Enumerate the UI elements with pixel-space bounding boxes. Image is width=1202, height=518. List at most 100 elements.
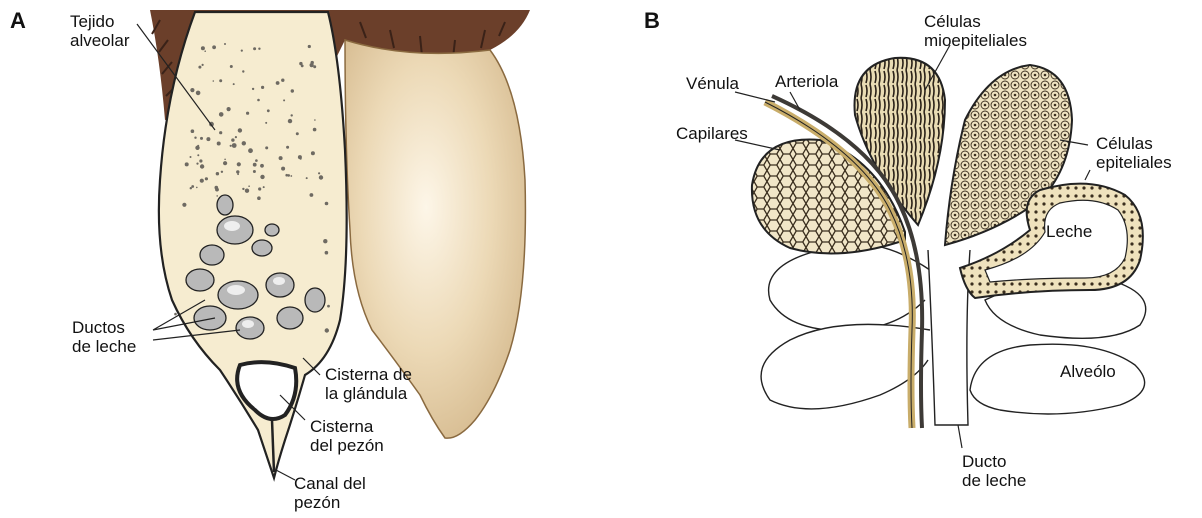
alveolar-speckle bbox=[265, 122, 267, 124]
alveolar-speckle bbox=[248, 185, 250, 187]
alveolus-large bbox=[970, 344, 1145, 414]
label-ducto-de-leche: Ducto de leche bbox=[962, 452, 1026, 490]
alveolar-speckle bbox=[276, 81, 280, 85]
alveolar-speckle bbox=[323, 239, 327, 243]
alveolar-speckle bbox=[237, 162, 241, 166]
alveolar-speckle bbox=[319, 175, 323, 179]
alveolar-speckle bbox=[255, 159, 258, 162]
alveolar-speckle bbox=[217, 142, 221, 146]
alveolar-speckle bbox=[216, 172, 219, 175]
label-alveolo: Alveólo bbox=[1060, 362, 1116, 381]
alveolar-speckle bbox=[288, 119, 292, 123]
alveolar-speckle bbox=[200, 179, 204, 183]
alveolar-speckle bbox=[230, 145, 232, 147]
alveolar-speckle bbox=[313, 128, 317, 132]
label-venula: Vénula bbox=[686, 74, 739, 93]
label-celulas-mioepiteliales: Células mioepiteliales bbox=[924, 12, 1027, 50]
alveolar-speckle bbox=[296, 132, 299, 135]
alveolar-speckle bbox=[232, 143, 237, 148]
alveolar-speckle bbox=[281, 79, 284, 82]
alveolar-speckle bbox=[253, 170, 256, 173]
alveolar-speckle bbox=[205, 177, 208, 180]
alveolar-speckle bbox=[253, 163, 257, 167]
alveolar-speckle bbox=[314, 119, 316, 121]
alveolar-speckle bbox=[236, 170, 239, 173]
alveolar-speckle bbox=[252, 88, 254, 90]
alveolar-speckle bbox=[261, 86, 264, 89]
label-cisterna-glandula: Cisterna de la glándula bbox=[325, 365, 412, 403]
alveolar-speckle bbox=[283, 99, 285, 101]
alveolar-speckle bbox=[318, 172, 320, 174]
alveolar-speckle bbox=[265, 146, 268, 149]
alveolar-speckle bbox=[224, 43, 226, 45]
alveolar-speckle bbox=[279, 156, 283, 160]
alveolar-speckle bbox=[182, 203, 186, 207]
label-leche: Leche bbox=[1046, 222, 1092, 241]
lobule-outline bbox=[761, 324, 930, 409]
udder-illustration bbox=[150, 10, 530, 478]
alveolar-speckle bbox=[191, 185, 194, 188]
alveolar-speckle bbox=[257, 196, 261, 200]
label-ductos-de-leche: Ductos de leche bbox=[72, 318, 136, 356]
alveolar-speckle bbox=[327, 305, 330, 308]
alveolar-speckle bbox=[206, 137, 210, 141]
label-cisterna-pezon: Cisterna del pezón bbox=[310, 417, 384, 455]
alveolar-speckle bbox=[258, 187, 261, 190]
alveolar-speckle bbox=[196, 187, 198, 189]
alveolar-speckle bbox=[298, 155, 302, 159]
alveolar-speckle bbox=[213, 80, 215, 82]
alveolar-speckle bbox=[257, 99, 260, 102]
alveolar-speckle bbox=[194, 137, 196, 139]
alveolar-speckle bbox=[216, 195, 218, 197]
alveolar-speckle bbox=[313, 65, 316, 68]
alveolar-speckle bbox=[219, 79, 222, 82]
alveolar-speckle bbox=[258, 48, 260, 50]
alveolar-speckle bbox=[231, 138, 234, 141]
alveolar-speckle bbox=[291, 114, 293, 116]
alveolar-speckle bbox=[308, 45, 311, 48]
alveolar-speckle bbox=[221, 171, 223, 173]
alveolar-speckle bbox=[263, 186, 265, 188]
alveolar-speckle bbox=[230, 65, 233, 68]
alveolar-speckle bbox=[237, 173, 239, 175]
alveolar-speckle bbox=[325, 251, 329, 255]
alveolar-speckle bbox=[310, 63, 314, 67]
panel-b-letter: B bbox=[644, 8, 660, 34]
alveolar-speckle bbox=[301, 65, 304, 68]
alveolar-speckle bbox=[200, 137, 203, 140]
label-celulas-epiteliales: Células epiteliales bbox=[1096, 134, 1172, 172]
alveolar-speckle bbox=[286, 146, 289, 149]
alveolar-speckle bbox=[242, 70, 244, 72]
alveolar-speckle bbox=[267, 109, 270, 112]
label-capilares: Capilares bbox=[676, 124, 748, 143]
alveolar-speckle bbox=[248, 148, 253, 153]
alveolar-speckle bbox=[233, 83, 235, 85]
alveolar-speckle bbox=[281, 167, 285, 171]
alveolar-speckle bbox=[242, 188, 244, 190]
alveolar-speckle bbox=[242, 141, 246, 145]
alveolar-speckle bbox=[174, 313, 177, 316]
alveolar-speckle bbox=[224, 159, 226, 161]
alveolar-speckle bbox=[196, 163, 198, 165]
alveolar-speckle bbox=[190, 156, 192, 158]
alveolar-speckle bbox=[185, 162, 189, 166]
label-canal-pezon: Canal del pezón bbox=[294, 474, 366, 512]
alveolar-speckle bbox=[246, 112, 249, 115]
label-tejido-alveolar: Tejido alveolar bbox=[70, 12, 130, 50]
alveolar-speckle bbox=[201, 46, 205, 50]
alveolar-speckle bbox=[219, 112, 224, 117]
alveolar-speckle bbox=[223, 161, 227, 165]
panel-a-letter: A bbox=[10, 8, 26, 34]
alveolar-speckle bbox=[198, 66, 201, 69]
alveolar-speckle bbox=[325, 202, 329, 206]
alveolar-speckle bbox=[311, 151, 315, 155]
alveolar-speckle bbox=[219, 131, 222, 134]
alveolar-speckle bbox=[325, 328, 329, 332]
alveolar-speckle bbox=[291, 89, 294, 92]
alveolar-speckle bbox=[306, 177, 308, 179]
alveolar-speckle bbox=[260, 164, 264, 168]
alveolar-speckle bbox=[310, 193, 314, 197]
alveolar-speckle bbox=[197, 154, 199, 156]
alveolar-speckle bbox=[191, 129, 195, 133]
